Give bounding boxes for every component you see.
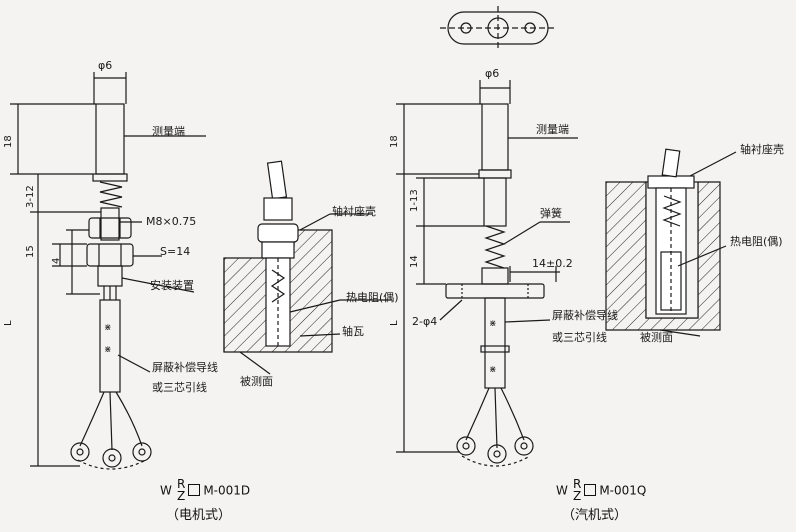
left-dim-3-12: 3-12 [25, 185, 36, 208]
svg-text:⋇: ⋇ [104, 323, 112, 333]
left-dim-diameter: φ6 [98, 59, 113, 72]
right-detail-housing-label: 轴衬座壳 [740, 143, 784, 156]
left-dim-18: 18 [3, 135, 14, 148]
left-model-type: （电机式） [166, 508, 232, 523]
left-dim-15: 15 [25, 245, 36, 258]
svg-text:⋇: ⋇ [489, 365, 497, 375]
right-flange-side [445, 283, 545, 299]
right-dim-diameter: φ6 [485, 67, 500, 80]
left-dim-4: 4 [51, 257, 62, 264]
right-spring-label: 弹簧 [540, 207, 562, 220]
right-dim-1-13: 1-13 [409, 189, 420, 212]
right-detail [605, 148, 737, 337]
left-measuring-end-label: 测量端 [152, 125, 185, 138]
left-detail [223, 160, 392, 375]
right-holes-label: 2-φ4 [412, 315, 438, 328]
right-model-r: R [572, 477, 582, 491]
left-thread-label: M8×0.75 [146, 215, 197, 228]
right-detail-surface-label: 被测面 [640, 331, 673, 344]
right-sensor: ⋇ ⋇ [396, 6, 578, 467]
svg-text:⋇: ⋇ [104, 345, 112, 355]
right-model-box [584, 484, 597, 496]
right-model-code: M-001Q [599, 483, 647, 498]
left-model-r: R [176, 477, 186, 491]
right-dim-18: 18 [389, 135, 400, 148]
right-detail-thermistor-label: 热电阻(偶) [730, 235, 783, 248]
left-detail-surface-label: 被测面 [240, 375, 273, 388]
left-detail-shell-label: 轴瓦 [342, 325, 364, 338]
left-model-box [188, 484, 201, 496]
left-detail-thermistor-label: 热电阻(偶) [346, 291, 399, 304]
left-mounting-label: 安装装置 [150, 279, 194, 292]
left-probe-tube [95, 103, 125, 175]
left-dim-L: L [3, 320, 14, 326]
right-spacing-label: 14±0.2 [532, 257, 573, 270]
left-model-z: Z [177, 489, 186, 503]
right-model-w: W [556, 483, 568, 498]
left-nut-upper [88, 217, 132, 239]
right-dim-L: L [389, 320, 400, 326]
right-three-core-label: 或三芯引线 [552, 331, 607, 344]
right-shielded-wire-label: 屏蔽补偿导线 [552, 309, 618, 322]
left-model-code: M-001D [203, 483, 251, 498]
left-spring [99, 181, 123, 208]
right-model-z: Z [573, 489, 582, 503]
left-model-w: W [160, 483, 172, 498]
left-shielded-wire-label: 屏蔽补偿导线 [152, 361, 218, 374]
left-nut-lower [86, 243, 134, 267]
right-measuring-end-label: 测量端 [536, 123, 569, 136]
right-model-type: （汽机式） [562, 508, 628, 523]
left-detail-housing-label: 轴衬座壳 [332, 205, 376, 218]
left-hex-label: S=14 [160, 245, 191, 258]
svg-text:⋇: ⋇ [489, 319, 497, 329]
left-three-core-label: 或三芯引线 [152, 381, 207, 394]
left-sensor: ⋇ ⋇ [10, 72, 206, 470]
right-dim-14: 14 [409, 255, 420, 268]
